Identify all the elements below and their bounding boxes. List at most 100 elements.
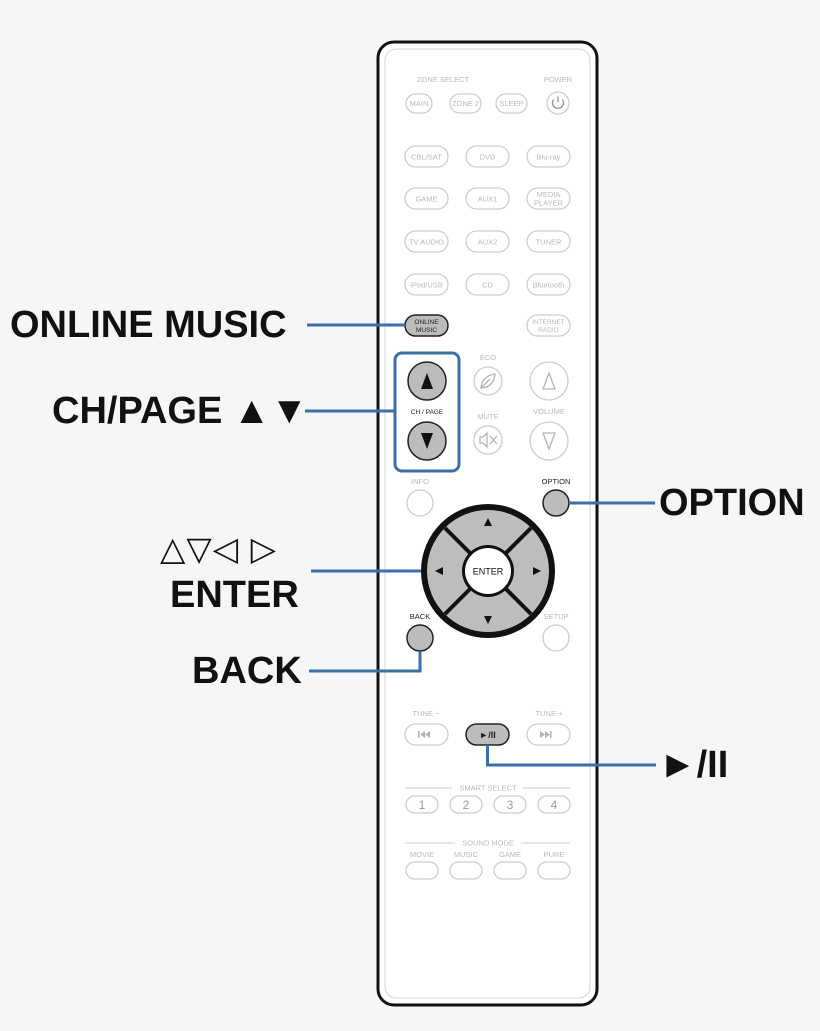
volume-up-button[interactable] (529, 361, 569, 401)
next-track-button[interactable] (526, 723, 571, 746)
volume-up-icon (542, 371, 556, 390)
play-pause-leader (486, 745, 656, 767)
info-label: INFO (411, 477, 429, 486)
tune-minus-label: TUNE − (413, 709, 441, 718)
mute-button[interactable] (473, 425, 503, 455)
volume-down-button[interactable] (529, 421, 569, 461)
aux1-button[interactable] (465, 187, 510, 210)
cbl-sat-label: CBL/SAT (411, 153, 442, 162)
online-music-callout: ONLINE MUSIC (10, 304, 287, 346)
cbl-sat-button[interactable] (404, 145, 449, 168)
cursor-down-icon[interactable] (484, 616, 492, 624)
aux1-label: AUX1 (478, 195, 498, 204)
power-label: POWER (544, 75, 573, 84)
media-player-label-2: PLAYER (534, 199, 564, 208)
sleep-button[interactable] (495, 93, 528, 114)
cursor-right-icon[interactable] (533, 567, 541, 575)
volume-label: VOLUME (533, 407, 565, 416)
smart-select-2-button[interactable] (449, 795, 483, 814)
cd-label: CD (482, 281, 493, 290)
mute-label: MUTE (477, 412, 498, 421)
game-label: GAME (415, 195, 437, 204)
main-button[interactable] (405, 93, 433, 114)
eco-button[interactable] (473, 366, 503, 396)
game-button[interactable] (404, 187, 449, 210)
skip-forward-icon (540, 731, 552, 738)
play-pause-button[interactable]: ►/II (465, 723, 510, 746)
aux2-label: AUX2 (478, 238, 498, 247)
pure-button[interactable] (537, 861, 571, 880)
smart-select-1-label: 1 (419, 798, 426, 812)
smart-select-3-button[interactable] (493, 795, 527, 814)
cd-button[interactable] (465, 273, 510, 296)
tv-audio-label: TV AUDIO (409, 238, 444, 247)
cursor-up-icon[interactable] (484, 518, 492, 526)
bluetooth-button[interactable] (526, 273, 571, 296)
movie-button[interactable] (405, 861, 439, 880)
bluetooth-label: Bluetooth (533, 281, 565, 290)
smart-select-1-button[interactable] (405, 795, 439, 814)
cursor-left-icon[interactable] (435, 567, 443, 575)
game-mode-label: GAME (499, 850, 521, 859)
tuner-button[interactable] (526, 230, 571, 253)
smart-select-2-label: 2 (463, 798, 470, 812)
internet-radio-label-2: RADIO (538, 327, 559, 334)
cursor-symbols-callout: △▽◁ ▷ (160, 529, 278, 568)
play-pause-callout: ►/II (659, 744, 729, 786)
aux2-button[interactable] (465, 230, 510, 253)
online-music-label-2: MUSIC (416, 327, 437, 334)
internet-radio-button[interactable] (526, 314, 571, 337)
play-pause-label: ►/II (479, 730, 495, 740)
mute-icon (479, 431, 498, 449)
ch-page-down-button[interactable] (407, 421, 447, 461)
back-callout: BACK (192, 650, 302, 692)
option-button[interactable] (542, 489, 570, 517)
back-button[interactable] (406, 624, 434, 652)
enter-button[interactable] (465, 548, 511, 594)
arrow-up-icon (421, 373, 433, 389)
power-button[interactable] (546, 91, 570, 115)
tv-audio-button[interactable] (404, 230, 449, 253)
sound-mode-label: SOUND MODE (462, 839, 514, 848)
bluray-button[interactable] (526, 145, 571, 168)
online-music-label-1: ONLINE (414, 319, 439, 326)
eco-label: ECO (480, 353, 496, 362)
zone2-button-label: ZONE 2 (452, 99, 479, 108)
tuner-label: TUNER (536, 238, 562, 247)
smart-select-label: SMART SELECT (459, 784, 517, 793)
smart-select-4-label: 4 (551, 798, 558, 812)
info-button[interactable] (406, 489, 434, 517)
option-label: OPTION (542, 477, 571, 486)
enter-callout: ENTER (170, 574, 299, 616)
power-icon (551, 99, 565, 109)
back-label: BACK (410, 612, 430, 621)
dvd-button[interactable] (465, 145, 510, 168)
remote-inner-border (384, 48, 591, 999)
option-callout: OPTION (659, 482, 805, 524)
zone-select-label: ZONE SELECT (417, 75, 470, 84)
tune-plus-label: TUNE + (536, 709, 564, 718)
cursor-pad: ENTER (421, 504, 555, 638)
zone2-button[interactable] (449, 93, 482, 114)
ch-page-label: CH / PAGE (411, 409, 444, 416)
previous-track-button[interactable] (404, 723, 449, 746)
skip-back-icon (418, 731, 430, 738)
smart-select-4-button[interactable] (537, 795, 571, 814)
music-button[interactable] (449, 861, 483, 880)
ch-page-callout: CH/PAGE ▲▼ (52, 390, 309, 432)
setup-button[interactable] (542, 624, 570, 652)
setup-label: SETUP (543, 612, 568, 621)
movie-label: MOVIE (410, 850, 434, 859)
media-player-button[interactable] (526, 187, 571, 210)
arrow-down-icon (421, 433, 433, 449)
leaf-icon (480, 373, 496, 389)
sleep-button-label: SLEEP (499, 99, 523, 108)
ch-page-up-button[interactable] (407, 361, 447, 401)
game-mode-button[interactable] (493, 861, 527, 880)
main-button-label: MAIN (410, 99, 429, 108)
smart-select-3-label: 3 (507, 798, 514, 812)
ipod-usb-button[interactable] (404, 273, 449, 296)
enter-button-label: ENTER (473, 567, 504, 577)
bluray-label: Blu-ray (537, 153, 561, 162)
